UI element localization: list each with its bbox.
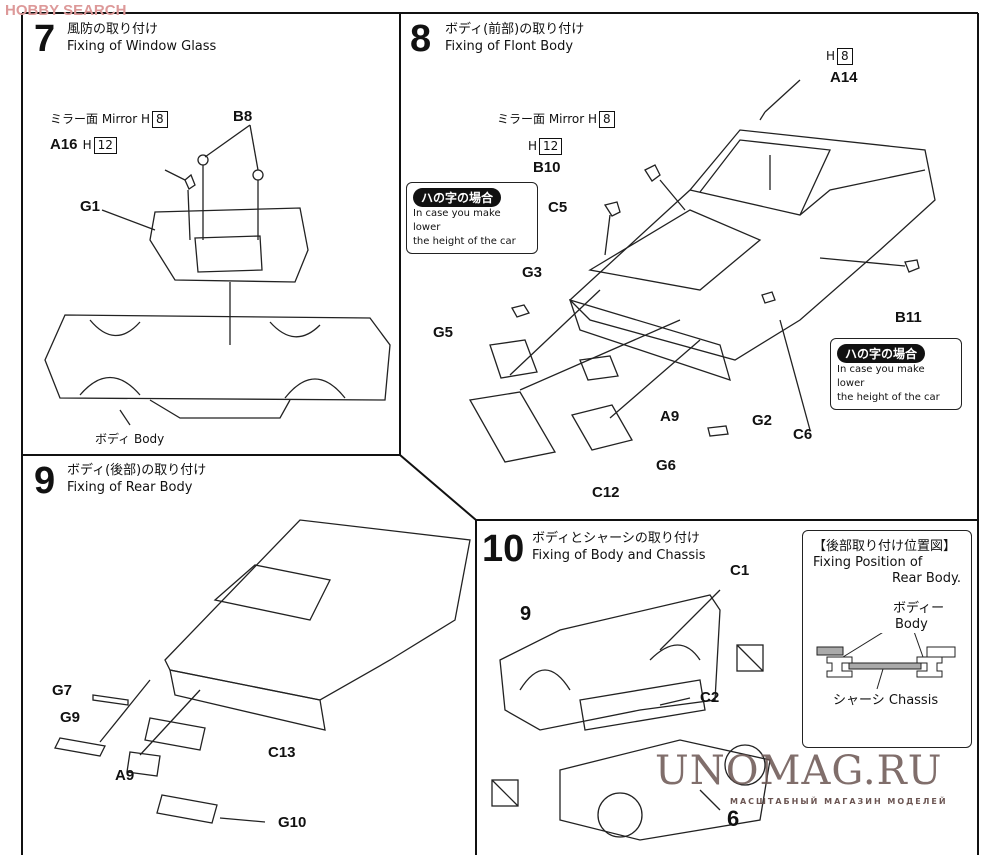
a16: A16 (50, 136, 78, 153)
step7-title-jp: 風防の取り付け (67, 22, 159, 37)
step7-body-label: ボディ Body (95, 432, 165, 446)
part-a14: A14 (830, 69, 858, 86)
part-g2: G2 (752, 412, 773, 429)
inset-body-en: Body (895, 617, 928, 632)
front-body-drawing (468, 79, 936, 463)
part-c2: C2 (700, 689, 720, 706)
part-c5: C5 (548, 199, 568, 216)
step8-title-jp: ボディ(前部)の取り付け (445, 22, 585, 37)
h12-num: 12 (539, 138, 563, 155)
step7-number: 7 (34, 18, 56, 60)
step9-title-en: Fixing of Rear Body (67, 480, 193, 495)
part-b10: B10 (533, 159, 561, 176)
no-glue-icon (737, 645, 763, 671)
part-a9: A9 (115, 767, 135, 784)
inset-body-jp: ボディー (893, 601, 945, 616)
step10-number: 10 (482, 528, 525, 570)
inset-title-jp: 【後部取り付け位置図】 (813, 539, 957, 554)
part-b8: B8 (233, 108, 253, 125)
rear-body-drawing (54, 519, 471, 824)
h12-h: H (528, 139, 538, 153)
part-g3: G3 (522, 264, 543, 281)
rear-position-inset: 【後部取り付け位置図】 Fixing Position of Rear Body… (802, 530, 972, 748)
callout-badge: ハの字の場合 (413, 188, 502, 207)
inset-title-en1: Fixing Position of (813, 555, 923, 570)
step8-title-en: Fixing of Flont Body (445, 39, 574, 54)
part-g7: G7 (52, 682, 73, 699)
callout-line1: In case you make lower (837, 364, 925, 389)
step8-number: 8 (410, 18, 432, 60)
callout-line1: In case you make lower (413, 208, 501, 233)
unomag-watermark-sub: МАСШТАБНЫЙ МАГАЗИН МОДЕЛЕЙ (730, 797, 948, 806)
part-c1: C1 (730, 562, 750, 579)
part-g5: G5 (433, 324, 454, 341)
no-glue-icon (492, 780, 518, 806)
callout-badge: ハの字の場合 (837, 344, 926, 363)
lower-height-callout-2: ハの字の場合 In case you make lower the height… (830, 338, 962, 410)
step9-number: 9 (34, 460, 56, 502)
unomag-watermark: UNOMAG.RU (655, 748, 943, 794)
part-c6: C6 (793, 426, 813, 443)
inset-chassis: シャーシ Chassis (833, 693, 939, 708)
part-g9: G9 (60, 709, 81, 726)
mirror-text: ミラー面 Mirror H (50, 112, 151, 126)
step7-title-en: Fixing of Window Glass (67, 39, 217, 54)
part-b11: B11 (895, 309, 922, 326)
part-g10: G10 (278, 814, 307, 831)
callout-line2: the height of the car (837, 392, 940, 403)
part-6: 6 (727, 806, 740, 831)
lower-height-callout: ハの字の場合 In case you make lower the height… (406, 182, 538, 254)
body-chassis-drawing (491, 589, 771, 841)
a16-num: 12 (93, 137, 117, 154)
part-a9: A9 (660, 408, 680, 425)
callout-line2: the height of the car (413, 236, 516, 247)
a16-h: H (82, 138, 92, 152)
step10-title-jp: ボディとシャーシの取り付け (532, 531, 700, 546)
h8-h: H (826, 49, 836, 63)
part-g1: G1 (80, 198, 101, 215)
part-9: 9 (520, 603, 532, 625)
mirror-num: 8 (152, 111, 168, 128)
part-g6: G6 (656, 457, 677, 474)
part-c13: C13 (268, 744, 296, 761)
step10-title-en: Fixing of Body and Chassis (532, 548, 706, 563)
mirror-num: 8 (599, 111, 615, 128)
h8-num: 8 (837, 48, 853, 65)
inset-title-en2: Rear Body. (892, 571, 961, 586)
window-glass-drawing (44, 124, 391, 426)
part-c12: C12 (592, 484, 620, 501)
mirror-text: ミラー面 Mirror H (497, 112, 598, 126)
step9-title-jp: ボディ(後部)の取り付け (67, 463, 207, 478)
inset-cross-section (816, 633, 956, 690)
hobby-search-watermark: HOBBY SEARCH (5, 2, 127, 19)
